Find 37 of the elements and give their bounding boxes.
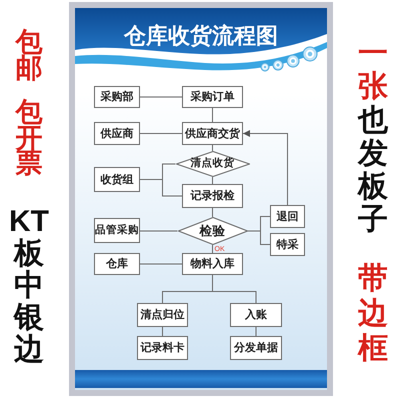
promo-text: KT板中银边 xyxy=(8,206,50,366)
process-box: 采购部 xyxy=(94,86,140,108)
promo-text: 包开票 xyxy=(14,100,44,176)
process-box: 记录报检 xyxy=(182,184,243,208)
process-box: 记录料卡 xyxy=(137,336,188,360)
promo-text: 带边框 xyxy=(356,261,389,366)
connector-line xyxy=(212,108,213,122)
process-box: 退回 xyxy=(270,205,305,228)
connector-line xyxy=(212,274,256,304)
process-box: 清点归位 xyxy=(137,303,188,327)
process-box: 收货组 xyxy=(94,167,140,192)
connector-line xyxy=(140,133,182,134)
connector-line xyxy=(140,96,182,98)
process-box: 采购订单 xyxy=(182,86,243,108)
connector-line xyxy=(212,144,213,152)
process-box: 特采 xyxy=(270,233,305,256)
connector-line xyxy=(140,230,178,232)
connector-line xyxy=(162,326,163,336)
connector-line xyxy=(212,176,213,184)
process-box: 品管采购 xyxy=(94,218,140,243)
promo-text: 包邮 xyxy=(14,29,44,81)
decision-diamond: 清点收货 xyxy=(176,151,250,177)
process-box: 物料入库 xyxy=(182,253,243,275)
promo-text: 也发板子 xyxy=(356,104,390,236)
connector-line xyxy=(247,230,270,245)
connector-line xyxy=(212,244,213,254)
decision-diamond: 检验 xyxy=(178,217,248,245)
process-box: 仓库 xyxy=(94,253,140,275)
connector-line xyxy=(212,208,213,218)
connector-line xyxy=(140,179,182,196)
title: 仓库收货流程图 xyxy=(122,24,279,50)
process-box: 供应商交货 xyxy=(182,122,243,145)
promo-text: 一张 xyxy=(357,37,389,103)
arrow xyxy=(242,130,288,206)
process-box: 分发单据 xyxy=(230,336,282,360)
process-box: 入账 xyxy=(230,303,282,327)
process-box: 供应商 xyxy=(94,122,140,145)
